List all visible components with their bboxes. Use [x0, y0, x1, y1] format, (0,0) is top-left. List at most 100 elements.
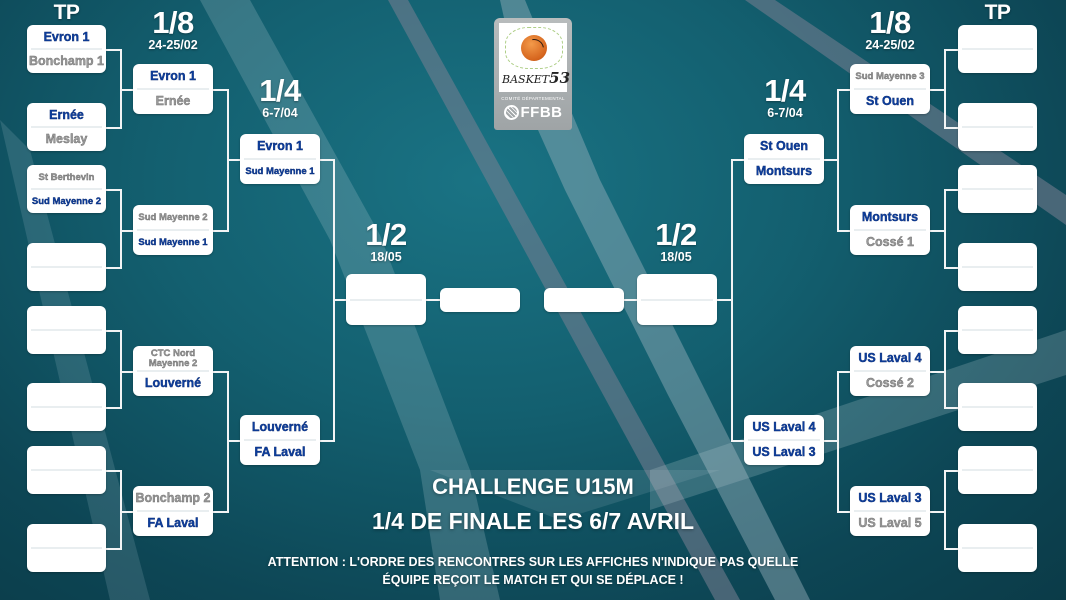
connector-line	[333, 299, 346, 301]
connector-line	[930, 511, 944, 513]
left-tp-match-8	[27, 524, 106, 572]
connector-line	[944, 407, 958, 409]
logo-name: BASKET	[502, 73, 550, 86]
team-name: FA Laval	[254, 445, 306, 459]
connector-line	[106, 127, 120, 129]
connector-line	[944, 470, 946, 550]
team-name: Ernée	[155, 94, 191, 108]
team-name	[27, 243, 106, 267]
team-name	[958, 407, 1037, 431]
team-name	[958, 383, 1037, 407]
final-slot-left	[440, 288, 520, 312]
team-name	[958, 243, 1037, 267]
round-heading-right-sf: 1/2 18/05	[655, 217, 697, 264]
left-tp-match-5	[27, 306, 106, 354]
team-name: Louverné	[251, 420, 309, 434]
connector-line	[426, 299, 440, 301]
team-name: Cossé 1	[866, 235, 914, 249]
team-name	[958, 49, 1037, 73]
connector-line	[120, 371, 133, 373]
connector-line	[717, 299, 731, 301]
connector-line	[106, 267, 120, 269]
connector-line	[120, 330, 122, 409]
team-name: Evron 1	[257, 139, 303, 153]
connector-line	[120, 89, 133, 91]
connector-line	[106, 330, 120, 332]
connector-line	[824, 440, 837, 442]
connector-line	[944, 548, 958, 550]
team-name: US Laval 4	[752, 420, 816, 434]
connector-line	[930, 371, 944, 373]
team-name	[27, 407, 106, 431]
left-tp-match-6	[27, 383, 106, 431]
round-heading-right-r16: 1/8 24-25/02	[865, 5, 915, 52]
connector-line	[944, 189, 946, 269]
team-name: US Laval 3	[858, 491, 922, 505]
team-name: Evron 1	[43, 29, 90, 44]
team-name: US Laval 3	[752, 445, 816, 459]
right-tp-match-7	[958, 446, 1037, 494]
right-tp-match-8	[958, 524, 1037, 572]
logo-badge: BASKET53	[499, 23, 570, 92]
round-heading-right-tp: TP	[984, 1, 1011, 24]
connector-line	[213, 511, 227, 513]
basket53-logo: BASKET53 COMITÉ DÉPARTEMENTAL FFBB	[494, 18, 572, 130]
team-name: Evron 1	[150, 69, 196, 83]
team-name	[958, 330, 1037, 354]
connector-line	[930, 89, 944, 91]
connector-line	[320, 159, 333, 161]
connector-line	[930, 230, 944, 232]
team-name	[27, 446, 106, 470]
left-tp-match-4	[27, 243, 106, 291]
team-name: Louverné	[144, 376, 202, 390]
round-heading-left-sf: 1/2 18/05	[365, 217, 407, 264]
connector-line	[213, 89, 227, 91]
team-name	[958, 189, 1037, 213]
semifinal-right-match	[637, 274, 717, 325]
connector-line	[837, 511, 850, 513]
right-tp-match-6	[958, 383, 1037, 431]
connector-line	[624, 299, 637, 301]
connector-line	[213, 230, 227, 232]
connector-line	[944, 330, 946, 409]
final-slot-right	[544, 288, 624, 312]
semifinal-left-match	[346, 274, 426, 325]
right-tp-match-4	[958, 243, 1037, 291]
connector-line	[731, 159, 733, 442]
right-r16-match-4: US Laval 3 US Laval 5	[850, 486, 930, 536]
connector-line	[120, 230, 133, 232]
right-tp-match-1	[958, 25, 1037, 73]
team-name: St Ouen	[866, 94, 914, 108]
team-name: Montsurs	[861, 210, 919, 224]
right-qf-match-2: US Laval 4 US Laval 3	[744, 415, 824, 465]
connector-line	[227, 440, 240, 442]
connector-line	[106, 189, 120, 191]
connector-line	[227, 371, 229, 513]
connector-line	[837, 89, 839, 232]
team-name: Montsurs	[755, 164, 813, 178]
connector-line	[731, 159, 744, 161]
connector-line	[837, 371, 850, 373]
connector-line	[106, 548, 120, 550]
notice-line-1: ATTENTION : L'ORDRE DES RENCONTRES SUR L…	[267, 555, 799, 569]
team-name	[27, 267, 106, 291]
team-name: US Laval 5	[858, 516, 922, 530]
team-name	[27, 383, 106, 407]
round-subtitle: 1/4 DE FINALE LES 6/7 AVRIL	[371, 508, 695, 534]
map-outline-icon	[505, 27, 563, 69]
connector-line	[944, 49, 958, 51]
connector-line	[106, 49, 120, 51]
team-name	[958, 306, 1037, 330]
connector-line	[837, 230, 850, 232]
notice-line-2: ÉQUIPE REÇOIT LE MATCH ET QUI SE DÉPLACE…	[382, 573, 684, 587]
team-slot	[637, 300, 717, 326]
